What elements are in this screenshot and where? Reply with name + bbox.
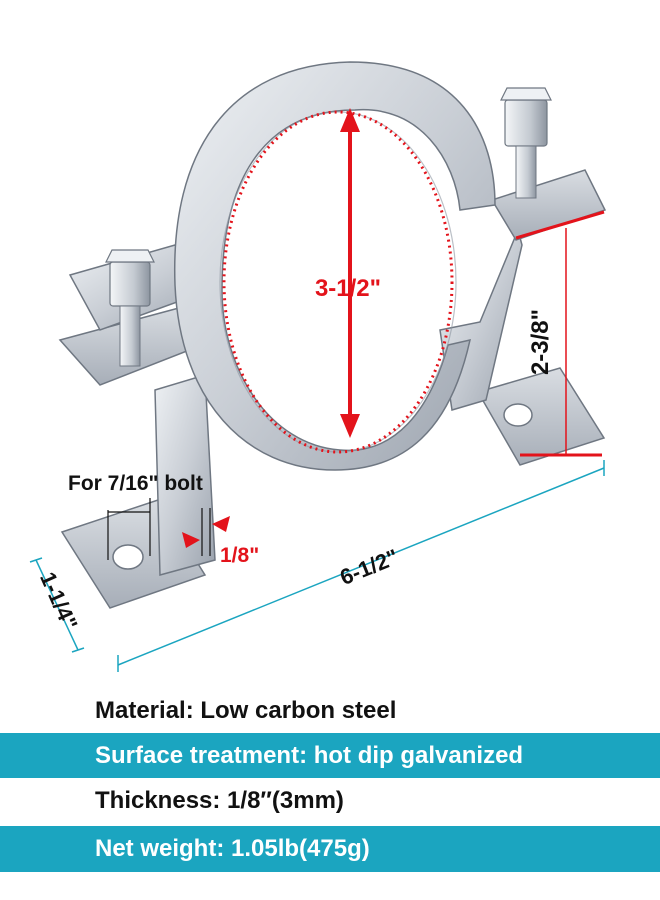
spec-material-text: Material: Low carbon steel (95, 697, 397, 724)
width-dimension (29, 557, 85, 653)
thickness-arrows (182, 516, 230, 548)
spec-surface-treatment-text: Surface treatment: hot dip galvanized (95, 742, 524, 769)
pipe-clamp-illustration: 3-1/2" 2-3/8" For 7/16" bolt 1/8" 6-1/2"… (29, 61, 607, 672)
diameter-arrow (340, 108, 360, 438)
height-label: 2-3/8" (527, 309, 554, 375)
left-bolt (105, 249, 155, 367)
right-foot-hole (503, 403, 533, 427)
bolt-size-dimension (107, 498, 151, 560)
spec-net-weight: Net weight: 1.05lb(475g) (0, 826, 660, 872)
spec-thickness-text: Thickness: 1/8″(3mm) (95, 787, 344, 814)
left-leg (154, 374, 216, 576)
diameter-label: 3-1/2" (315, 275, 381, 302)
right-foot-plate (476, 367, 606, 466)
spec-net-weight-text: Net weight: 1.05lb(475g) (95, 835, 370, 862)
spec-surface-treatment: Surface treatment: hot dip galvanized (0, 733, 660, 779)
clamp-ring-inner-edge (219, 111, 457, 453)
spec-thickness: Thickness: 1/8″(3mm) (0, 778, 660, 824)
bolt-size-label: For 7/16" bolt (68, 472, 203, 495)
width-label: 1-1/4" (35, 568, 82, 634)
right-bolt (500, 87, 552, 199)
thickness-label: 1/8" (220, 544, 259, 567)
length-label: 6-1/2" (336, 544, 402, 590)
inner-diameter-outline (222, 110, 454, 454)
thickness-dimension (201, 508, 211, 556)
length-dimension (117, 460, 605, 672)
right-shelf (490, 169, 607, 241)
clamp-ring (174, 61, 496, 471)
spec-material: Material: Low carbon steel (0, 688, 660, 734)
left-foot-hole (112, 544, 144, 570)
height-dimension (515, 210, 605, 457)
